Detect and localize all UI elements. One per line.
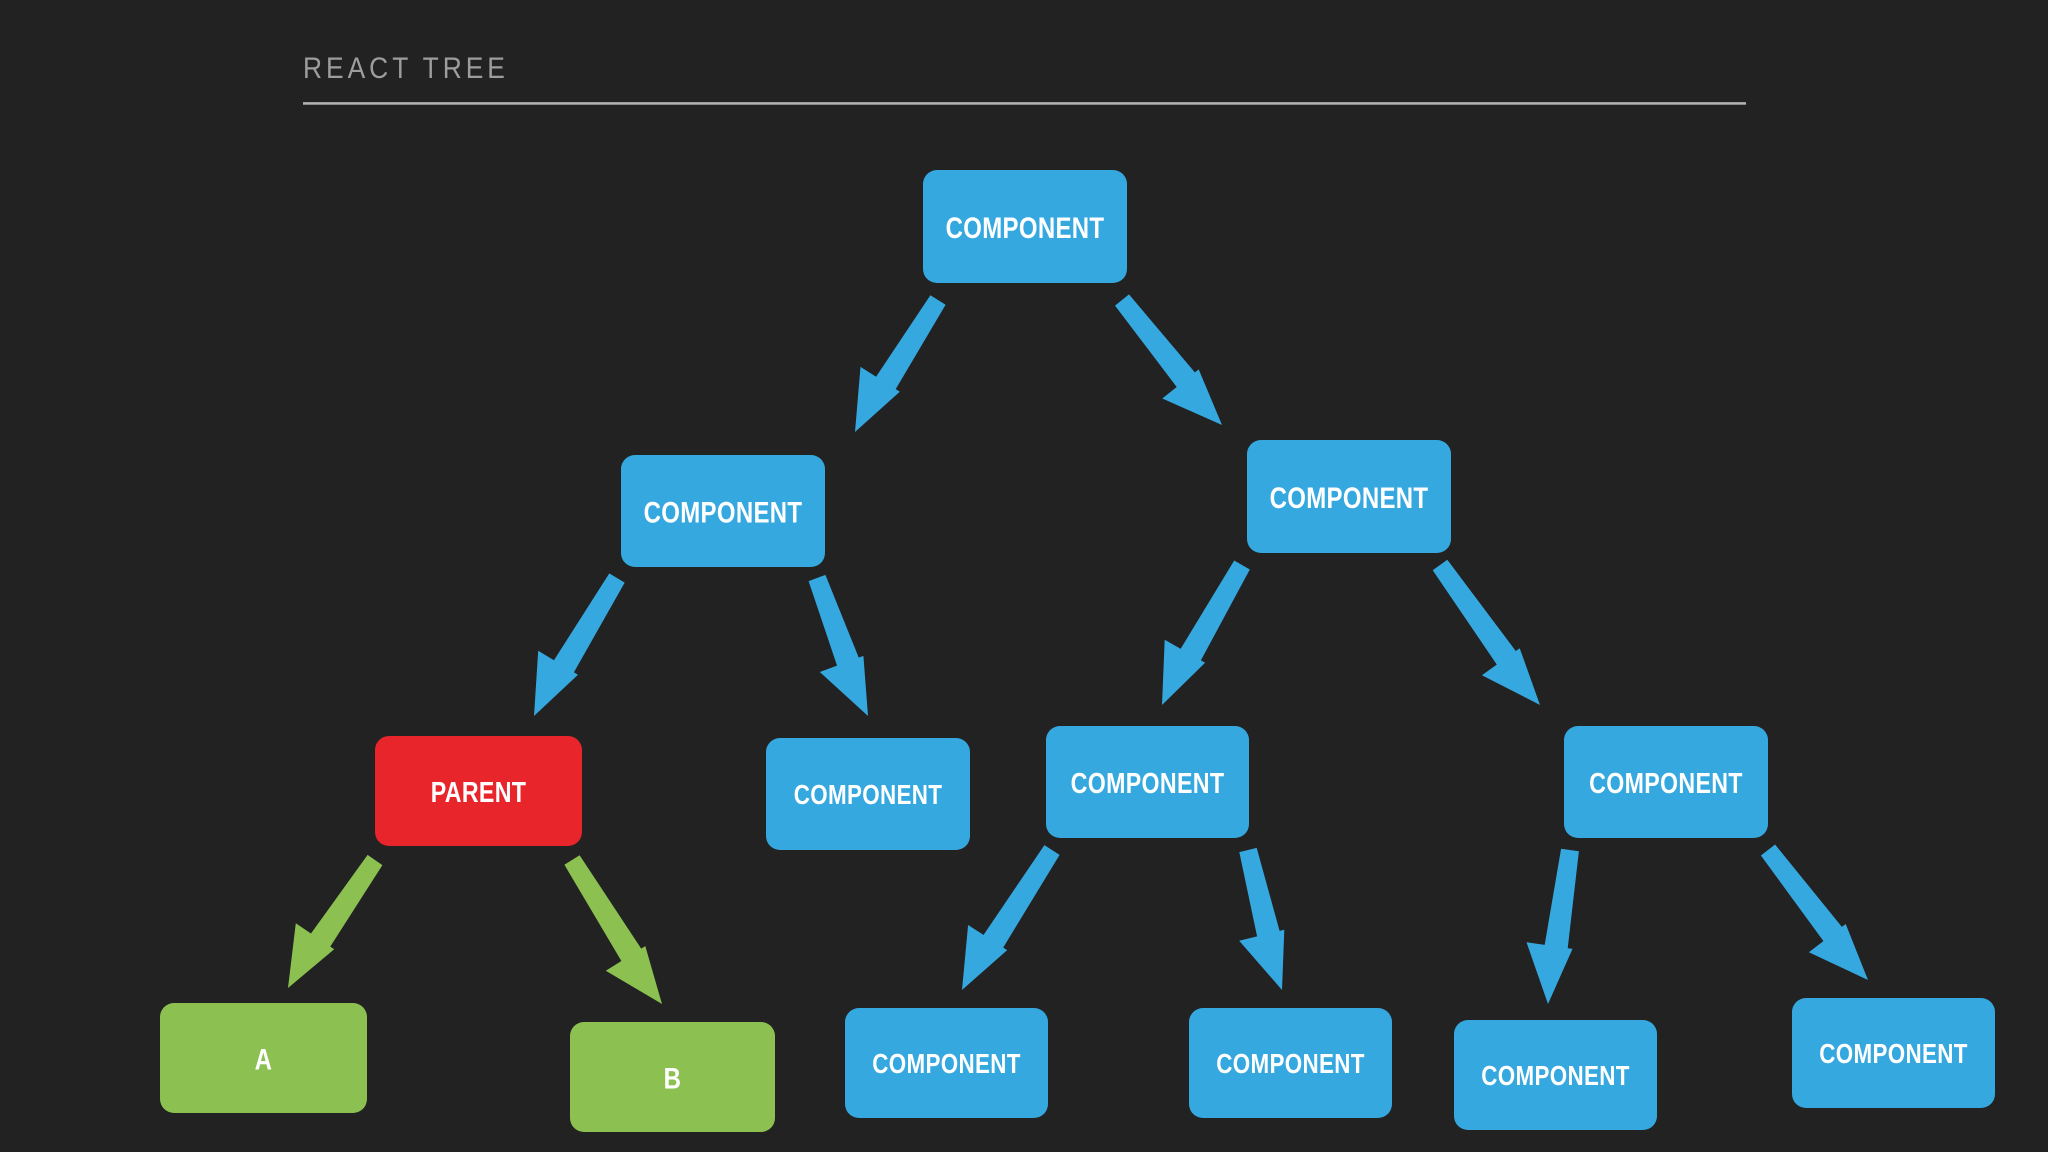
tree-node-parent[interactable]: PARENT — [375, 736, 582, 846]
node-label: COMPONENT — [1071, 766, 1225, 799]
edge-shaft — [975, 845, 1060, 960]
edge-shaft — [1239, 847, 1284, 951]
tree-edge — [1239, 847, 1285, 990]
tree-node-leafB[interactable]: B — [570, 1022, 775, 1132]
node-box[interactable] — [1564, 726, 1768, 838]
node-box[interactable] — [1247, 440, 1451, 553]
node-label: B — [664, 1061, 682, 1095]
edge-arrowhead — [819, 655, 868, 716]
edge-arrowhead — [288, 923, 335, 988]
edges-layer — [288, 294, 1868, 1004]
tree-node-leafD[interactable]: COMPONENT — [1189, 1008, 1392, 1118]
edge-shaft — [1115, 294, 1204, 399]
tree-edge — [962, 845, 1060, 990]
node-box[interactable] — [621, 455, 825, 567]
edge-arrowhead — [1808, 924, 1868, 980]
tree-edge — [1162, 560, 1250, 705]
node-label: COMPONENT — [644, 495, 803, 529]
edge-arrowhead — [1526, 942, 1573, 1004]
tree-node-l2b[interactable]: COMPONENT — [1247, 440, 1451, 553]
edge-arrowhead — [534, 650, 578, 716]
node-label: COMPONENT — [1819, 1039, 1968, 1070]
node-label: COMPONENT — [946, 210, 1105, 244]
edge-shaft — [546, 573, 625, 685]
edge-shaft — [1542, 848, 1579, 963]
edge-arrowhead — [1162, 639, 1206, 705]
node-label: COMPONENT — [872, 1049, 1021, 1080]
node-box[interactable] — [375, 736, 582, 846]
node-label: COMPONENT — [1589, 766, 1743, 799]
edge-arrowhead — [1239, 929, 1285, 990]
node-label: COMPONENT — [1216, 1049, 1365, 1080]
edge-arrowhead — [855, 366, 900, 432]
tree-node-l2a[interactable]: COMPONENT — [621, 455, 825, 567]
node-box[interactable] — [1454, 1020, 1657, 1130]
edge-shaft — [1432, 559, 1525, 677]
node-box[interactable] — [845, 1008, 1048, 1118]
edge-shaft — [302, 854, 383, 959]
edge-shaft — [808, 574, 864, 679]
edge-arrowhead — [962, 925, 1008, 990]
node-box[interactable] — [570, 1022, 775, 1132]
tree-node-l3c[interactable]: COMPONENT — [1046, 726, 1249, 838]
tree-node-leafE[interactable]: COMPONENT — [1454, 1020, 1657, 1130]
tree-edge — [1432, 559, 1540, 705]
tree-node-leafF[interactable]: COMPONENT — [1792, 998, 1995, 1108]
tree-edge — [564, 855, 662, 1004]
edge-shaft — [1173, 560, 1250, 673]
nodes-layer: COMPONENT COMPONENT COMPONENT PARENT COMPONE… — [160, 170, 1995, 1132]
tree-edge — [1526, 848, 1579, 1004]
node-box[interactable] — [1792, 998, 1995, 1108]
node-label: COMPONENT — [1270, 480, 1429, 514]
node-label: COMPONENT — [1481, 1061, 1630, 1092]
node-box[interactable] — [923, 170, 1127, 283]
node-box[interactable] — [1046, 726, 1249, 838]
node-label: A — [255, 1042, 273, 1076]
tree-edge — [808, 574, 868, 716]
tree-node-leafA[interactable]: A — [160, 1003, 367, 1113]
node-box[interactable] — [160, 1003, 367, 1113]
title-divider — [303, 102, 1746, 105]
tree-edge — [1115, 294, 1222, 425]
node-box[interactable] — [1189, 1008, 1392, 1118]
slide-header: REACT TREE — [303, 52, 1746, 105]
node-label: PARENT — [431, 775, 527, 808]
tree-node-l3d[interactable]: COMPONENT — [1564, 726, 1768, 838]
edge-shaft — [1760, 844, 1851, 953]
tree-edge — [855, 295, 946, 432]
edge-arrowhead — [1162, 369, 1222, 425]
edge-arrowhead — [1481, 648, 1540, 705]
edge-arrowhead — [605, 946, 662, 1004]
tree-node-l3b[interactable]: COMPONENT — [766, 738, 970, 850]
page-title: REACT TREE — [303, 52, 509, 85]
node-box[interactable] — [766, 738, 970, 850]
node-label: COMPONENT — [794, 780, 943, 811]
tree-node-root[interactable]: COMPONENT — [923, 170, 1127, 283]
tree-edge — [288, 854, 383, 988]
tree-edge — [1760, 844, 1868, 980]
tree-edge — [534, 573, 625, 716]
tree-node-leafC[interactable]: COMPONENT — [845, 1008, 1048, 1118]
edge-shaft — [868, 295, 946, 402]
edge-shaft — [564, 855, 649, 973]
